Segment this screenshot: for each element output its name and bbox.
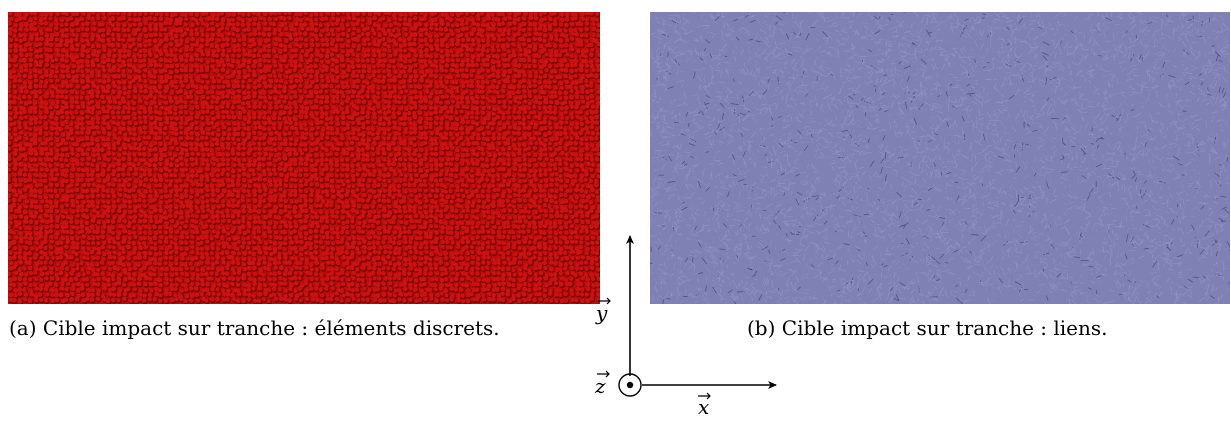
caption-a-text: Cible impact sur tranche : éléments disc… bbox=[43, 316, 500, 340]
discrete-elements-image bbox=[8, 12, 600, 304]
caption-a: (a) Cible impact sur tranche : éléments … bbox=[9, 316, 500, 340]
svg-text:z: z bbox=[594, 374, 606, 398]
caption-a-label: (a) bbox=[9, 316, 37, 340]
panel-a-discrete-elements bbox=[8, 12, 600, 304]
caption-b-text: Cible impact sur tranche : liens. bbox=[782, 316, 1108, 340]
z-axis-dot-icon bbox=[627, 382, 633, 388]
z-axis-label: z bbox=[594, 371, 609, 398]
axes-diagram: y z x bbox=[590, 228, 790, 417]
svg-text:y: y bbox=[595, 301, 608, 325]
x-axis-label: x bbox=[698, 393, 710, 417]
y-axis-label: y bbox=[595, 298, 610, 325]
caption-b: (b) Cible impact sur tranche : liens. bbox=[747, 316, 1108, 340]
coordinate-axes: y z x bbox=[590, 228, 790, 417]
